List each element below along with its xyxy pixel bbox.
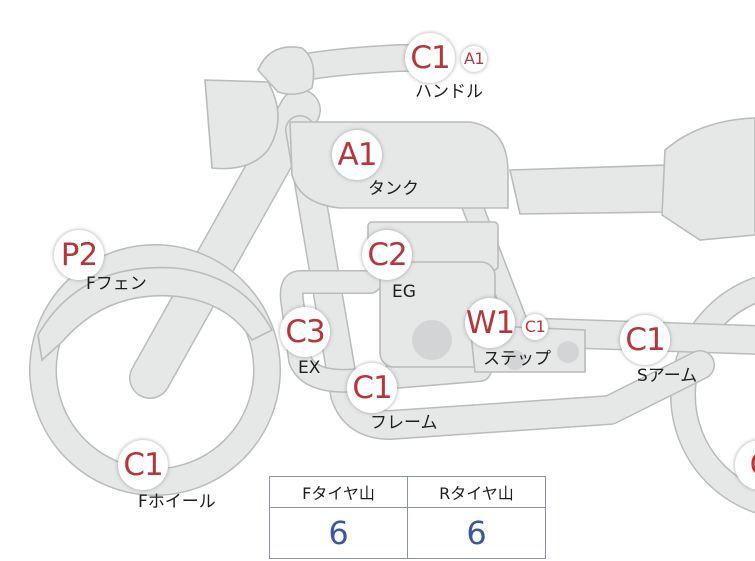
exhaust-label: EX (298, 358, 321, 378)
frame-grade-badge: C1 (347, 363, 397, 413)
step-grade-badge: W1 (465, 298, 515, 348)
f-tire-header: Fタイヤ山 (269, 476, 408, 508)
frame-label: フレーム (370, 413, 438, 433)
handlebar-shape (257, 44, 449, 96)
table-value-row: 6 6 (269, 507, 546, 559)
table-header-row: Fタイヤ山 Rタイヤ山 (269, 476, 546, 508)
headlight-shape (204, 79, 279, 170)
handle-grade-badge: C1 (405, 33, 455, 83)
engine-label: EG (392, 282, 416, 302)
rear-cowl-shape (661, 117, 755, 241)
exhaust-shape (279, 270, 492, 393)
f-wheel-grade-badge: C1 (118, 440, 168, 490)
handle-label: ハンドル (415, 82, 483, 102)
step-label: ステップ (483, 349, 551, 369)
rear-wheel-shape (670, 276, 755, 514)
tire-tread-table: Fタイヤ山 Rタイヤ山 6 6 (269, 476, 546, 559)
tank-grade-badge: A1 (332, 130, 382, 180)
engine-grade-badge: C2 (362, 230, 412, 280)
front-fender-shape (37, 266, 274, 362)
handle-grade-badge-sub: A1 (461, 46, 487, 72)
step-grade-badge-sub: C1 (522, 314, 548, 340)
f-tire-value: 6 (269, 507, 408, 559)
front-fork-shape (129, 89, 321, 399)
f-wheel-label: Fホイール (138, 492, 216, 512)
tank-label: タンク (368, 179, 419, 199)
seat-shape (509, 164, 671, 215)
exhaust-grade-badge: C3 (280, 307, 330, 357)
s-arm-grade-badge: C1 (620, 315, 670, 365)
f-fender-grade-badge: P2 (54, 230, 104, 280)
f-fender-label: Fフェン (86, 274, 147, 294)
s-arm-label: Sアーム (637, 366, 698, 386)
r-tire-header: Rタイヤ山 (407, 476, 546, 508)
r-wheel-grade-badge: C (735, 440, 755, 490)
r-tire-value: 6 (407, 507, 546, 559)
